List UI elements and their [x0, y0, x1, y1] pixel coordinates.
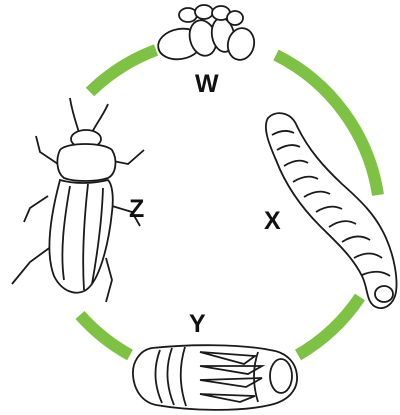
arc-y-to-z: [80, 315, 130, 355]
arc-z-to-w: [90, 50, 156, 92]
larva-icon: [266, 113, 397, 308]
beetle-icon: [12, 98, 144, 302]
stage-label-z: Z: [129, 197, 144, 222]
stage-label-x: X: [264, 209, 281, 234]
arc-x-to-y: [298, 297, 360, 355]
stage-label-w: W: [195, 72, 219, 97]
eggs-icon: [156, 5, 257, 63]
pupa-icon: [133, 345, 297, 410]
stage-label-y: Y: [189, 312, 206, 337]
